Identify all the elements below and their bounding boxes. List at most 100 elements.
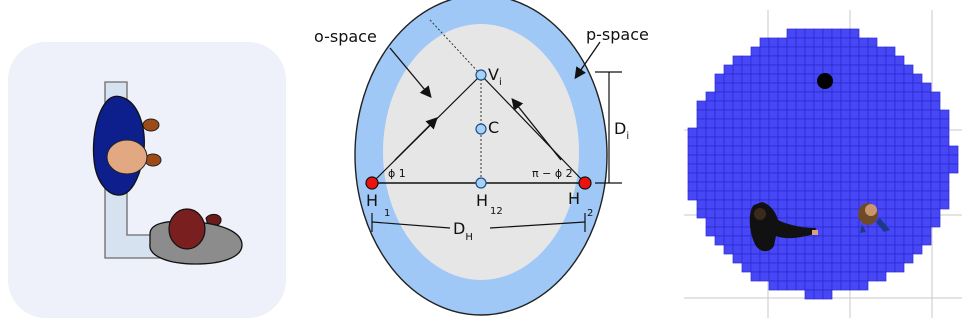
grid-cell: [759, 46, 770, 57]
grid-cell: [777, 280, 788, 291]
grid-cell: [840, 73, 851, 84]
grid-cell: [687, 181, 698, 192]
grid-cell: [795, 172, 806, 183]
person2-head: [168, 208, 206, 250]
grid-cell: [732, 253, 743, 264]
fformation-diagram: o-space p-space Vi C Di ϕ 1 π − ϕ 2 H1 H…: [314, 0, 649, 316]
grid-cell: [804, 127, 815, 138]
grid-cell: [822, 190, 833, 201]
grid-cell: [741, 172, 752, 183]
grid-cell: [858, 136, 869, 147]
grid-cell: [885, 91, 896, 102]
grid-cell: [750, 253, 761, 264]
grid-cell: [777, 64, 788, 75]
grid-cell: [786, 262, 797, 273]
grid-cell: [732, 172, 743, 183]
grid-cell: [894, 91, 905, 102]
dh-line-left: [371, 221, 451, 229]
grid-cell: [813, 109, 824, 120]
grid-cell: [849, 136, 860, 147]
arrow-pspace: [574, 41, 601, 80]
grid-cell: [795, 208, 806, 219]
grid-cell: [858, 172, 869, 183]
grid-cell: [858, 190, 869, 201]
grid-cell: [939, 118, 950, 129]
grid-cell: [858, 91, 869, 102]
grid-cell: [768, 145, 779, 156]
grid-cell: [723, 181, 734, 192]
grid-cell: [948, 154, 959, 165]
grid-cell: [903, 64, 914, 75]
grid-cell: [705, 109, 716, 120]
grid-cell: [903, 109, 914, 120]
grid-cell: [741, 73, 752, 84]
grid-cell: [921, 154, 932, 165]
grid-cell: [687, 145, 698, 156]
grid-cell: [840, 64, 851, 75]
grid-cell: [894, 163, 905, 174]
grid-cell: [813, 280, 824, 291]
grid-cell: [696, 145, 707, 156]
grid-cell: [849, 91, 860, 102]
grid-cell: [894, 172, 905, 183]
grid-cell: [714, 118, 725, 129]
grid-cell: [705, 145, 716, 156]
grid-cell: [840, 253, 851, 264]
grid-cell: [849, 100, 860, 111]
grid-cell: [750, 163, 761, 174]
grid-cell: [822, 127, 833, 138]
grid-cell: [786, 28, 797, 39]
grid-cell: [714, 172, 725, 183]
grid-cell: [885, 154, 896, 165]
grid-cell: [786, 172, 797, 183]
grid-cell: [732, 244, 743, 255]
grid-cell: [831, 145, 842, 156]
grid-cell: [723, 73, 734, 84]
grid-cell: [705, 181, 716, 192]
grid-cell: [813, 55, 824, 66]
grid-cell: [696, 208, 707, 219]
illustration-panel: [0, 0, 300, 322]
grid-cell: [894, 100, 905, 111]
grid-cell: [723, 127, 734, 138]
grid-cell: [723, 91, 734, 102]
grid-cell: [867, 271, 878, 282]
grid-cell: [768, 154, 779, 165]
grid-cell: [741, 136, 752, 147]
grid-cell: [804, 118, 815, 129]
grid-cell: [885, 262, 896, 273]
grid-cell: [867, 190, 878, 201]
grid-cell: [831, 163, 842, 174]
grid-cell: [921, 190, 932, 201]
grid-cell: [723, 226, 734, 237]
grid-cell: [822, 262, 833, 273]
grid-cell: [903, 163, 914, 174]
grid-cell: [867, 91, 878, 102]
grid-cell: [894, 208, 905, 219]
grid-cell: [894, 127, 905, 138]
grid-cell: [795, 280, 806, 291]
grid-cell: [813, 181, 824, 192]
arrow-h1-up: [394, 117, 438, 161]
grid-cell: [777, 262, 788, 273]
grid-cell: [777, 244, 788, 255]
grid-cell: [741, 235, 752, 246]
grid-cell: [795, 145, 806, 156]
grid-cell: [930, 136, 941, 147]
grid-cell: [885, 145, 896, 156]
grid-cell: [777, 154, 788, 165]
grid-cell: [876, 190, 887, 201]
grid-cell: [804, 172, 815, 183]
grid-cell: [903, 208, 914, 219]
center-marker: [817, 73, 833, 89]
grid-cell: [732, 100, 743, 111]
grid-cell: [741, 199, 752, 210]
grid-cell: [858, 64, 869, 75]
grid-cell: [804, 154, 815, 165]
grid-cell: [822, 217, 833, 228]
grid-cell: [840, 280, 851, 291]
grid-cell: [858, 154, 869, 165]
grid-cell: [921, 226, 932, 237]
grid-cell: [723, 154, 734, 165]
grid-cell: [696, 181, 707, 192]
